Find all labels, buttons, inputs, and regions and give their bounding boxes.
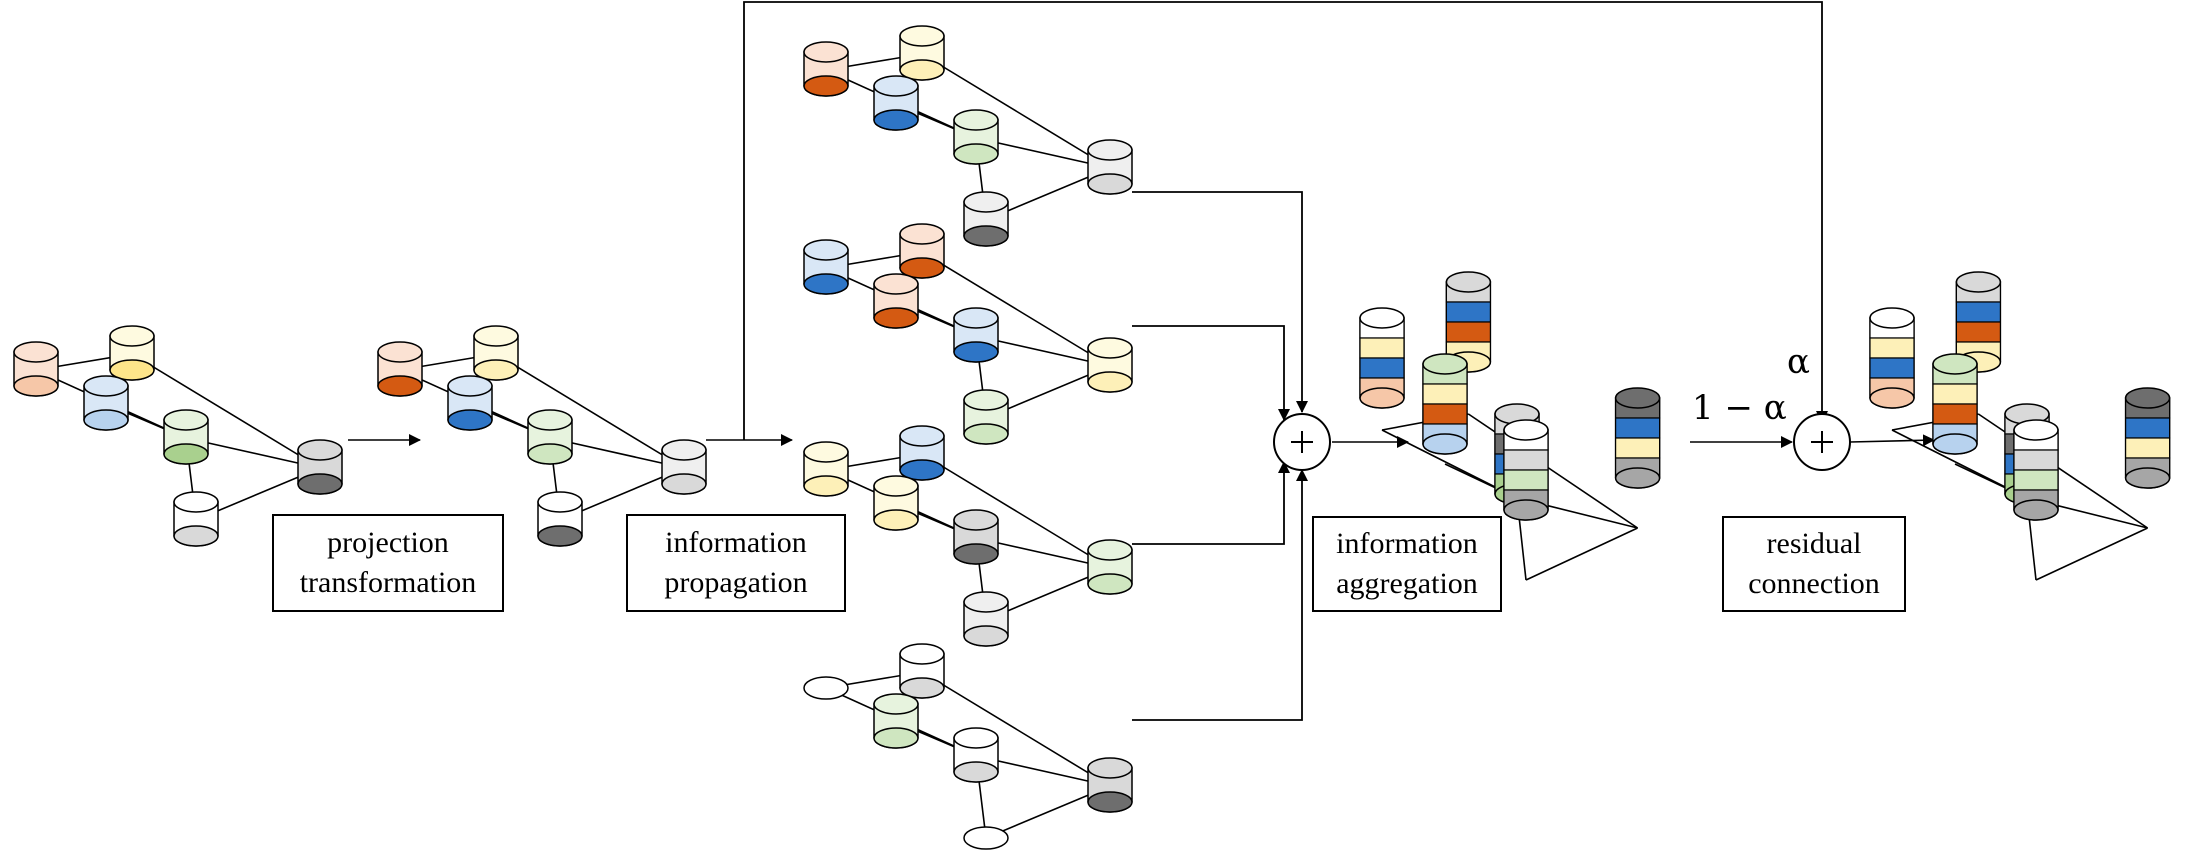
propagation-graph-4-empty-node — [803, 676, 849, 700]
output-graph-tower-1 — [1869, 307, 1915, 409]
information-aggregation-box: information aggregation — [1312, 516, 1502, 612]
aggregation-label-line1: information — [1336, 527, 1478, 560]
projected-graph-node-5 — [537, 491, 583, 547]
aggregated-graph-tower-6 — [1614, 387, 1661, 489]
propagation-graph-4-node-4 — [953, 727, 999, 783]
projected-graph-node-1 — [377, 341, 423, 397]
information-propagation-box: information propagation — [626, 514, 846, 612]
aggregated-graph-tower-5 — [1503, 419, 1549, 521]
alpha-label: α — [1787, 342, 1810, 382]
residual-connection-box: residual connection — [1722, 516, 1906, 612]
projection-transformation-box: projection transformation — [272, 514, 504, 612]
input-graph-node-5 — [173, 491, 219, 547]
output-graph-edge — [1977, 413, 2149, 529]
aggregated-graph-edge — [1525, 527, 1638, 581]
propagation-graph-2-node-5 — [963, 389, 1009, 445]
propagation-graph-2-node-2 — [873, 273, 919, 329]
arrow-to-output — [1849, 434, 1935, 447]
propagation-graph-2-edge — [921, 251, 1111, 367]
projected-graph-node-4 — [527, 409, 573, 465]
projection-label-line2: transformation — [299, 566, 477, 599]
input-graph-node-3 — [109, 325, 155, 381]
arrow-prop-1 — [1132, 191, 1308, 413]
arrow-prop-2 — [1132, 325, 1290, 421]
aggregation-sum-operator — [1273, 413, 1331, 471]
propagation-graph-2-node-1 — [803, 239, 849, 295]
output-graph-tower-6 — [2124, 387, 2171, 489]
input-graph-node-2 — [83, 375, 129, 431]
aggregated-graph-tower-1 — [1359, 307, 1405, 409]
output-graph-edge — [2035, 527, 2148, 581]
input-graph-edge — [131, 353, 321, 469]
projected-graph-node-3 — [473, 325, 519, 381]
propagation-graph-1-node-4 — [953, 109, 999, 165]
output-graph-tower-2 — [1932, 353, 1978, 455]
propagation-graph-3-edge — [921, 453, 1111, 569]
propagation-graph-1-node-1 — [803, 41, 849, 97]
propagation-label-line2: propagation — [664, 566, 808, 599]
input-graph-node-1 — [13, 341, 59, 397]
aggregation-label-line2: aggregation — [1336, 567, 1478, 600]
one-minus-alpha-label: 1 − α — [1692, 388, 1787, 428]
residual-skip-arrow — [743, 1, 1828, 440]
propagation-graph-4-edge — [921, 671, 1111, 787]
projected-graph-node-6 — [661, 439, 707, 495]
residual-label-line1: residual — [1766, 527, 1862, 560]
residual-sum-operator — [1793, 413, 1851, 471]
aggregated-graph-edge — [1467, 413, 1639, 529]
propagation-graph-4-node-3 — [899, 643, 945, 699]
input-graph-node-4 — [163, 409, 209, 465]
aggregated-graph-tower-2 — [1422, 353, 1468, 455]
propagation-graph-3-node-3 — [899, 425, 945, 481]
propagation-graph-2-node-4 — [953, 307, 999, 363]
propagation-graph-3-node-4 — [953, 509, 999, 565]
propagation-graph-3-node-2 — [873, 475, 919, 531]
propagation-label-line1: information — [665, 526, 807, 559]
propagation-graph-3-node-6 — [1087, 539, 1133, 595]
residual-label-line2: connection — [1748, 567, 1880, 600]
arrow-prop-4 — [1132, 469, 1308, 721]
propagation-graph-1-edge — [921, 53, 1111, 169]
propagation-graph-1-node-5 — [963, 191, 1009, 247]
propagation-graph-4-empty-node — [963, 826, 1009, 850]
projected-graph-edge — [495, 353, 685, 469]
propagation-graph-1-node-6 — [1087, 139, 1133, 195]
input-graph-node-6 — [297, 439, 343, 495]
propagation-graph-2-node-3 — [899, 223, 945, 279]
output-graph-tower-5 — [2013, 419, 2059, 521]
projected-graph-node-2 — [447, 375, 493, 431]
arrow-prop-3 — [1132, 461, 1290, 545]
projection-label-line1: projection — [327, 526, 449, 559]
propagation-graph-4-node-2 — [873, 693, 919, 749]
propagation-graph-3-node-1 — [803, 441, 849, 497]
propagation-graph-4-node-6 — [1087, 757, 1133, 813]
propagation-graph-3-node-5 — [963, 591, 1009, 647]
propagation-graph-1-node-3 — [899, 25, 945, 81]
propagation-graph-1-node-2 — [873, 75, 919, 131]
propagation-graph-2-node-6 — [1087, 337, 1133, 393]
